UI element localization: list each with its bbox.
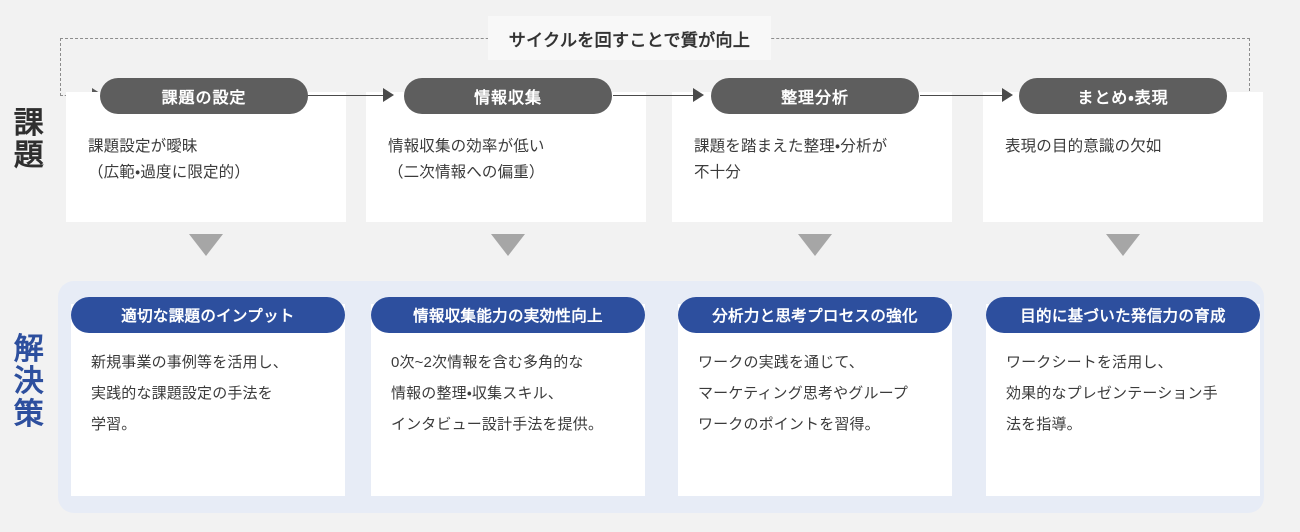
down-arrow-triangle-3-icon — [798, 234, 832, 256]
solution-card-4: ワークシートを活用し、 効果的なプレゼンテーション手 法を指導。 — [986, 304, 1260, 496]
down-arrow-triangle-1-icon — [189, 234, 223, 256]
row-label-solution-char-2: 決 — [13, 365, 45, 399]
row-label-problem-char-2: 題 — [13, 139, 45, 173]
problem-card-2: 情報収集の効率が低い （二次情報への偏重） — [366, 92, 646, 222]
problem-card-2-body: 情報収集の効率が低い （二次情報への偏重） — [388, 138, 545, 181]
solution-card-4-body: ワークシートを活用し、 効果的なプレゼンテーション手 法を指導。 — [1006, 354, 1218, 433]
solution-pill-2[interactable]: 情報収集能力の実効性向上 — [371, 297, 645, 333]
row-label-problem: 課 題 — [6, 107, 52, 173]
solution-card-3: ワークの実践を通じて、 マーケティング思考やグループ ワークのポイントを習得。 — [678, 304, 952, 496]
cycle-caption: サイクルを回すことで質が向上 — [488, 16, 771, 60]
flow-arrowhead-2-3-icon — [693, 88, 704, 102]
solution-card-1: 新規事業の事例等を活用し、 実践的な課題設定の手法を 学習。 — [71, 304, 345, 496]
flow-arrowhead-1-2-icon — [383, 88, 394, 102]
problem-card-4: 表現の目的意識の欠如 — [983, 92, 1263, 222]
flow-arrowhead-3-4-icon — [1002, 88, 1013, 102]
problem-card-3-body: 課題を踏まえた整理・分析が 不十分 — [694, 138, 888, 181]
solution-card-2: 0次~2次情報を含む多角的な 情報の整理・収集スキル、 インタビュー設計手法を提… — [371, 304, 645, 496]
solution-pill-1[interactable]: 適切な課題のインプット — [71, 297, 345, 333]
problem-pill-3[interactable]: 整理分析 — [711, 78, 919, 114]
problem-pill-2[interactable]: 情報収集 — [404, 78, 612, 114]
solution-card-1-body: 新規事業の事例等を活用し、 実践的な課題設定の手法を 学習。 — [91, 354, 288, 433]
row-label-solution-char-3: 策 — [13, 397, 45, 431]
solution-card-3-body: ワークの実践を通じて、 マーケティング思考やグループ ワークのポイントを習得。 — [698, 354, 909, 433]
flow-connector-1-2 — [307, 95, 385, 96]
down-arrow-triangle-4-icon — [1106, 234, 1140, 256]
flow-connector-2-3 — [613, 95, 695, 96]
problem-pill-4[interactable]: まとめ・表現 — [1019, 78, 1227, 114]
solution-card-2-body: 0次~2次情報を含む多角的な 情報の整理・収集スキル、 インタビュー設計手法を提… — [391, 354, 604, 433]
row-label-solution: 解 決 策 — [6, 333, 52, 431]
problem-card-4-body: 表現の目的意識の欠如 — [1005, 138, 1162, 155]
problem-card-1-body: 課題設定が曖昧 （広範・過度に限定的） — [88, 138, 250, 181]
row-label-solution-char-1: 解 — [13, 333, 45, 366]
row-label-problem-char-1: 課 — [13, 107, 45, 140]
solution-pill-4[interactable]: 目的に基づいた発信力の育成 — [986, 297, 1260, 333]
down-arrow-triangle-2-icon — [491, 234, 525, 256]
problem-pill-1[interactable]: 課題の設定 — [100, 78, 308, 114]
flow-connector-3-4 — [920, 95, 1004, 96]
solution-pill-3[interactable]: 分析力と思考プロセスの強化 — [678, 297, 952, 333]
